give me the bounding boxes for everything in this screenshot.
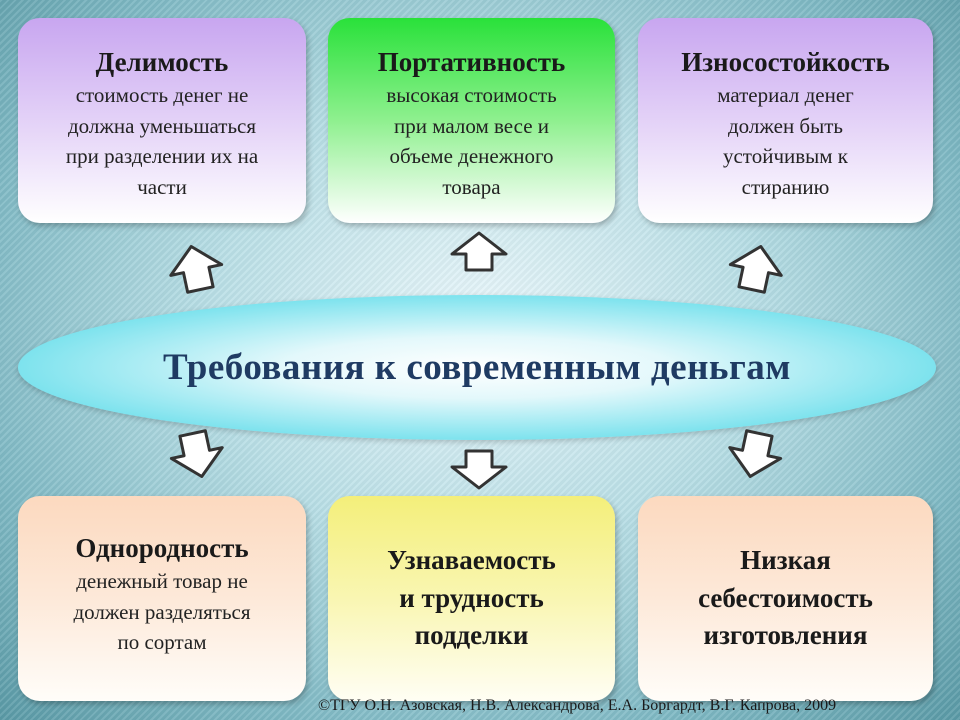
box-text-line: высокая стоимость bbox=[386, 83, 557, 108]
box-text-line: устойчивым к bbox=[722, 144, 849, 169]
box-recognizability: Узнаваемость и трудность подделки bbox=[328, 496, 615, 701]
arrow-up-icon bbox=[169, 245, 224, 294]
box-label-line: и трудность bbox=[399, 582, 544, 613]
box-text-line: должен быть bbox=[728, 113, 843, 138]
box-label-line: Узнаваемость bbox=[387, 544, 556, 575]
footer-credits: ©ТГУ О.Н. Азовская, Н.В. Александрова, Е… bbox=[318, 697, 837, 714]
arrow-down-icon bbox=[728, 429, 783, 478]
box-text-line: при разделении их на bbox=[65, 144, 259, 169]
box-label-line: изготовления bbox=[703, 620, 868, 651]
box-label-line: Низкая bbox=[740, 544, 831, 575]
box-text-line: материал денег bbox=[717, 83, 854, 108]
box-divisibility: Делимость стоимость денег не должна умен… bbox=[18, 18, 306, 223]
central-ellipse: Требования к современным деньгам bbox=[18, 295, 936, 440]
box-title: Делимость bbox=[95, 47, 229, 77]
arrow-up-icon bbox=[450, 231, 508, 272]
arrow-down-icon bbox=[450, 449, 508, 490]
box-text-line: по сортам bbox=[117, 630, 207, 655]
box-durability: Износостойкость материал денег должен бы… bbox=[638, 18, 933, 223]
box-text-line: объеме денежного bbox=[389, 144, 554, 169]
box-text-line: товара bbox=[442, 174, 501, 199]
box-title: Портативность bbox=[377, 47, 566, 77]
box-text-line: должна уменьшаться bbox=[67, 113, 257, 138]
box-homogeneity: Однородность денежный товар не должен ра… bbox=[18, 496, 306, 701]
box-text-line: части bbox=[137, 174, 187, 199]
box-label-line: подделки bbox=[414, 620, 529, 651]
box-text-line: при малом весе и bbox=[393, 113, 550, 138]
box-title: Однородность bbox=[75, 533, 249, 563]
box-label-line: себестоимость bbox=[698, 582, 873, 613]
box-text-line: стоимость денег не bbox=[75, 83, 249, 108]
box-text-line: стиранию bbox=[741, 174, 830, 199]
box-text-line: денежный товар не bbox=[76, 569, 248, 594]
box-portability: Портативность высокая стоимость при мало… bbox=[328, 18, 615, 223]
central-title: Требования к современным деньгам bbox=[163, 347, 791, 388]
box-text-line: должен разделяться bbox=[73, 599, 251, 624]
box-low-cost: Низкая себестоимость изготовления bbox=[638, 496, 933, 701]
arrow-down-icon bbox=[169, 429, 224, 478]
box-title: Износостойкость bbox=[681, 47, 890, 77]
arrow-up-icon bbox=[728, 245, 783, 294]
